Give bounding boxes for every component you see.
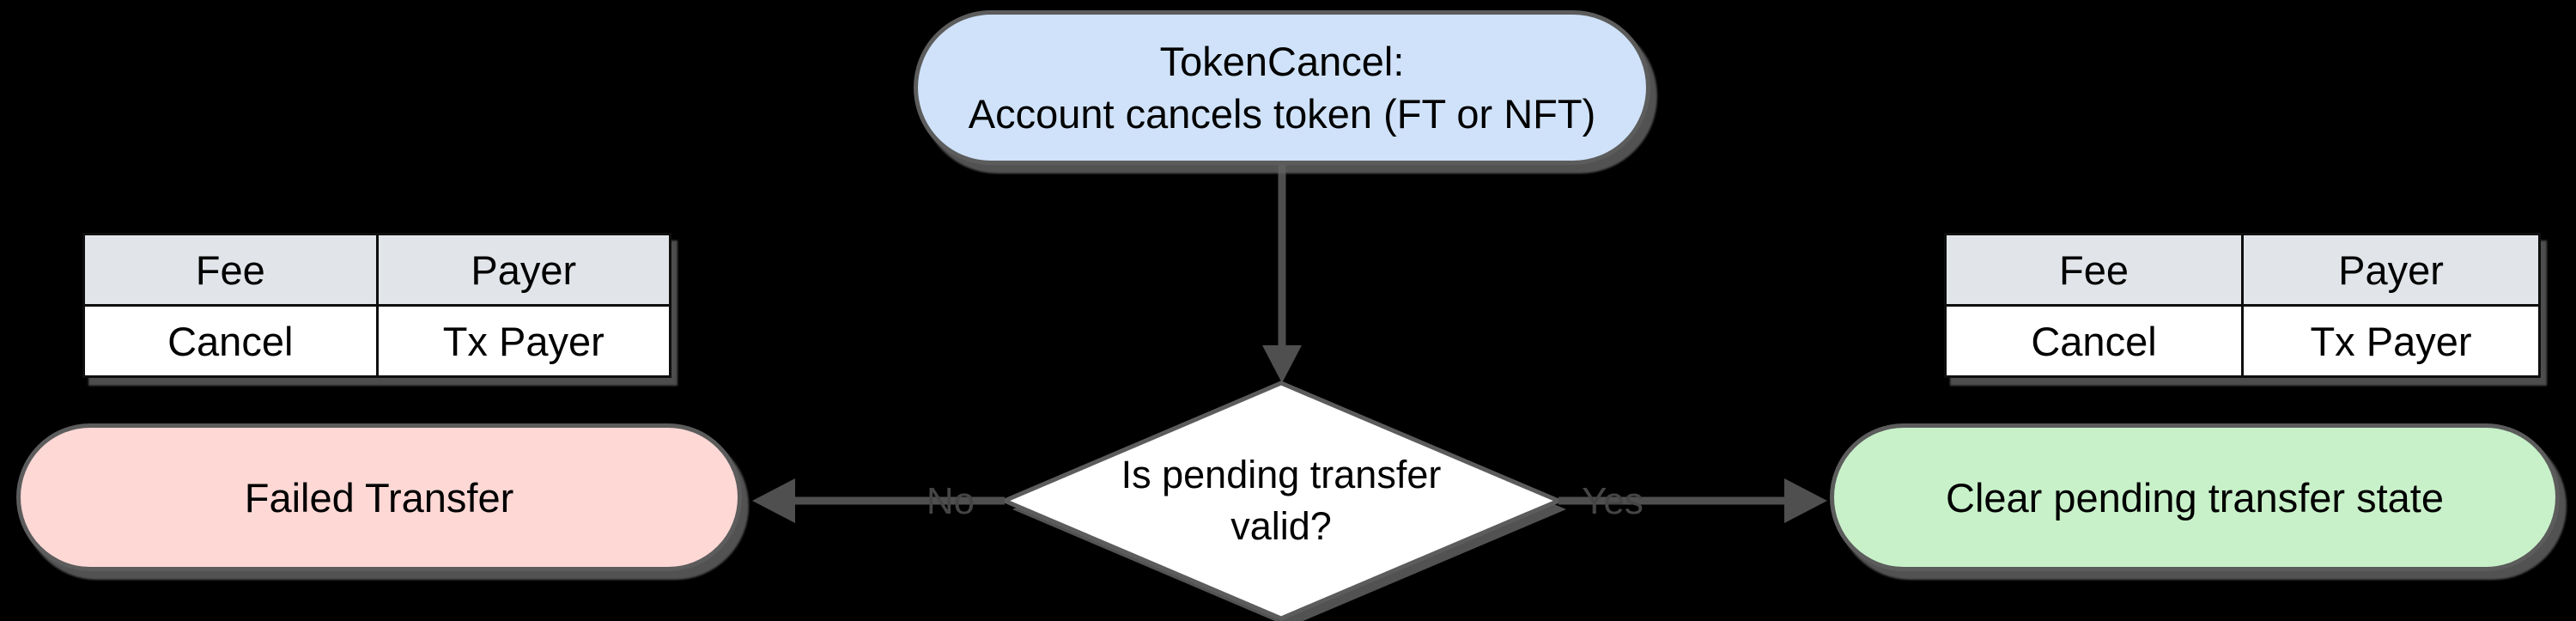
- arrowhead-right-icon: [1784, 478, 1827, 523]
- arrowhead-left-icon: [752, 478, 795, 523]
- fee-table-left: Fee Payer Cancel Tx Payer: [82, 233, 671, 378]
- arrowhead-down-icon: [1262, 345, 1302, 383]
- table-cell-payer-value: Tx Payer: [375, 304, 671, 378]
- edge-no-label: No: [926, 480, 975, 522]
- table-header-fee: Fee: [1944, 233, 2244, 307]
- clear-pending-node: Clear pending transfer state: [1830, 423, 2560, 571]
- table-cell-fee-value: Cancel: [1944, 304, 2244, 378]
- table-header-row: Fee Payer: [82, 233, 671, 307]
- decision-label: Is pending transfer valid?: [1041, 429, 1522, 572]
- table-header-row: Fee Payer: [1944, 233, 2541, 307]
- table-row: Cancel Tx Payer: [82, 304, 671, 378]
- table-header-payer: Payer: [2241, 233, 2541, 307]
- edge-yes-label: Yes: [1582, 480, 1643, 522]
- table-cell-payer-value: Tx Payer: [2241, 304, 2541, 378]
- start-node: TokenCancel: Account cancels token (FT o…: [914, 10, 1650, 165]
- decision-diamond: [999, 381, 1564, 621]
- table-cell-fee-value: Cancel: [82, 304, 379, 378]
- table-row: Cancel Tx Payer: [1944, 304, 2541, 378]
- failed-transfer-label: Failed Transfer: [244, 474, 514, 521]
- start-node-line1: TokenCancel:: [1159, 39, 1405, 84]
- failed-transfer-node: Failed Transfer: [16, 423, 742, 571]
- table-header-fee: Fee: [82, 233, 379, 307]
- fee-table-right: Fee Payer Cancel Tx Payer: [1944, 233, 2541, 378]
- start-node-line2: Account cancels token (FT or NFT): [968, 91, 1596, 137]
- table-header-payer: Payer: [375, 233, 671, 307]
- decision-label-line2: valid?: [1230, 504, 1332, 548]
- clear-pending-label: Clear pending transfer state: [1946, 474, 2444, 521]
- decision-label-line1: Is pending transfer: [1121, 453, 1442, 496]
